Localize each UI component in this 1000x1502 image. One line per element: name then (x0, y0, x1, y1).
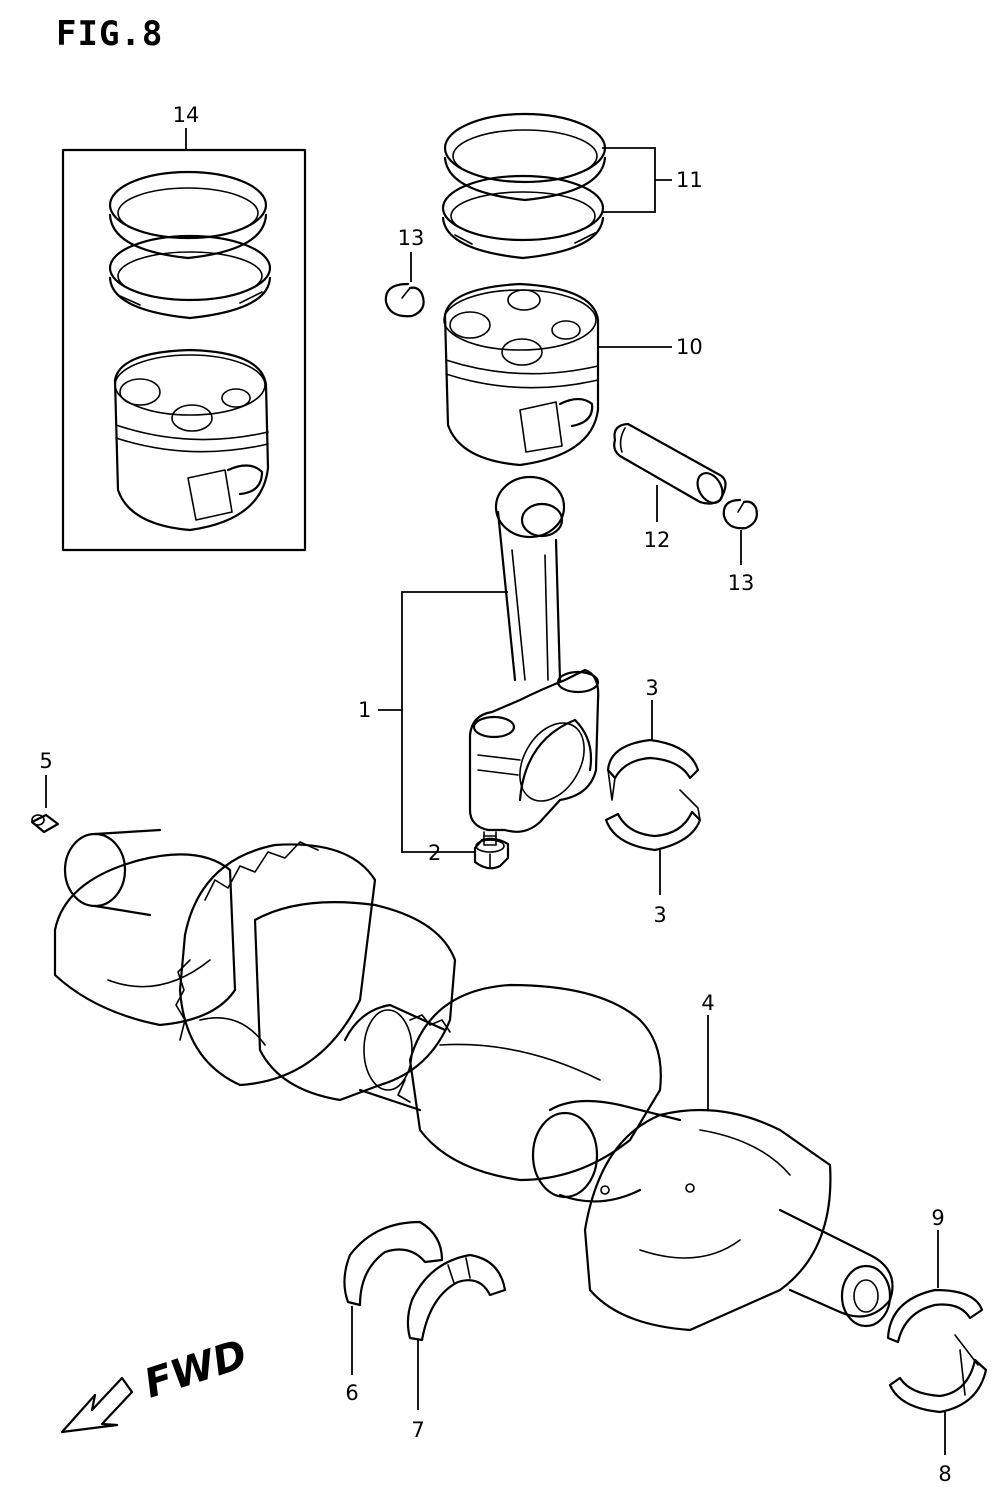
callout-7: 7 (411, 1418, 424, 1442)
callout-8: 8 (938, 1462, 951, 1486)
piston-pin[interactable] (613, 422, 727, 507)
connecting-rod[interactable] (468, 475, 600, 846)
callout-5: 5 (39, 749, 52, 773)
figure-title: FIG.8 (56, 14, 163, 54)
forward-direction-indicator: FWD (60, 1331, 253, 1434)
connecting-rod-nut[interactable] (473, 837, 510, 870)
crankshaft[interactable] (53, 828, 894, 1332)
dowel-pin[interactable] (30, 813, 60, 834)
piston[interactable] (443, 282, 600, 467)
callout-11: 11 (676, 168, 703, 192)
callout-10: 10 (676, 335, 703, 359)
callout-3-lower: 3 (653, 903, 666, 927)
connecting-rod-bearing-lower[interactable] (604, 789, 702, 852)
kit-box (61, 148, 307, 552)
piston-rings[interactable] (441, 112, 607, 260)
forward-label: FWD (139, 1331, 253, 1407)
callout-14: 14 (173, 103, 200, 127)
callout-9: 9 (931, 1206, 944, 1230)
connecting-rod-bearing-upper[interactable] (606, 738, 700, 801)
callout-13-lower: 13 (728, 571, 755, 595)
callout-4: 4 (701, 991, 714, 1015)
callout-6: 6 (345, 1381, 358, 1405)
thrust-bearing-right[interactable] (406, 1253, 507, 1342)
crankshaft-journal-bearing-lower[interactable] (888, 1334, 988, 1414)
callout-1: 1 (358, 698, 371, 722)
piston-pin-circlip-lower[interactable] (722, 498, 758, 530)
callout-13-upper: 13 (398, 226, 425, 250)
callout-2: 2 (428, 841, 441, 865)
callout-12: 12 (644, 528, 671, 552)
piston-set-kit[interactable] (61, 148, 307, 552)
crankshaft-journal-bearing-upper[interactable] (886, 1288, 984, 1344)
thrust-bearing-left[interactable] (343, 1220, 444, 1307)
piston-pin-circlip-upper[interactable] (384, 282, 425, 318)
callout-3-upper: 3 (645, 676, 658, 700)
forward-arrow-icon (60, 1376, 134, 1434)
